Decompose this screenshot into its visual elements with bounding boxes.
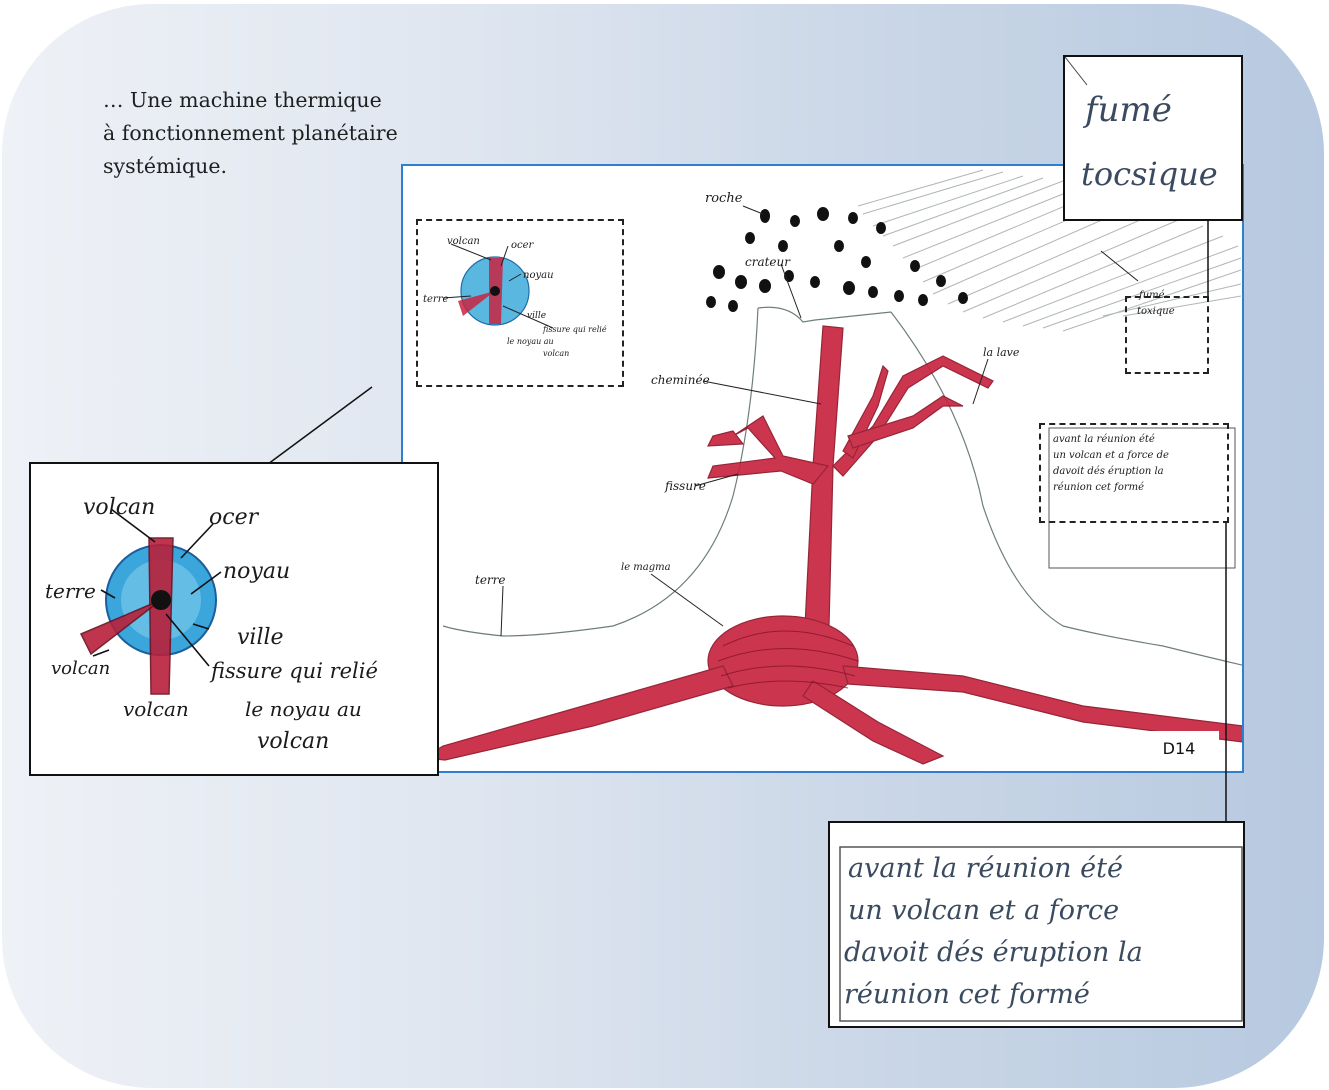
note-inset: avant la réunion été un volcan et a forc… bbox=[828, 821, 1245, 1028]
note-inset-sketch: avant la réunion été un volcan et a forc… bbox=[830, 823, 1243, 1026]
inset-label-volcan-left: volcan bbox=[51, 658, 110, 679]
intro-line-2: à fonctionnement planétaire bbox=[103, 117, 443, 150]
inset-label-fissure-3: volcan bbox=[257, 729, 329, 754]
note-line-3: davoit dés éruption la bbox=[844, 937, 1143, 968]
label-magma: le magma bbox=[621, 562, 671, 573]
inset-label-fissure-2: le noyau au bbox=[245, 697, 362, 721]
inset-label-fissure-1: fissure qui relié bbox=[209, 659, 378, 683]
inset-label-volcan-bottom: volcan bbox=[123, 697, 189, 721]
inset-label-ocean: ocer bbox=[209, 505, 260, 530]
note-line-2: un volcan et a force bbox=[848, 895, 1119, 926]
label-roche: roche bbox=[705, 191, 743, 206]
selection-smoke-label bbox=[1125, 296, 1209, 374]
document-code: D14 bbox=[1139, 731, 1219, 766]
label-lave: la lave bbox=[983, 346, 1020, 359]
inset-label-terre: terre bbox=[45, 579, 96, 603]
selection-earth-sketch bbox=[416, 219, 624, 387]
inset-label-ville: ville bbox=[237, 625, 284, 650]
intro-line-1: … Une machine thermique bbox=[103, 84, 443, 117]
label-cheminee: cheminée bbox=[651, 373, 710, 387]
selection-note bbox=[1039, 423, 1229, 523]
label-crateur: crateur bbox=[745, 255, 791, 269]
inset-label-volcan-top: volcan bbox=[83, 495, 155, 520]
magma-system bbox=[423, 326, 1243, 764]
intro-caption: … Une machine thermique à fonctionnement… bbox=[103, 84, 443, 183]
label-terre: terre bbox=[475, 573, 506, 587]
smoke-label-line-2: tocsique bbox=[1081, 155, 1218, 193]
intro-line-3: systémique. bbox=[103, 150, 443, 183]
earth-inset-sketch: volcan ocer noyau terre ville volcan fis… bbox=[31, 464, 437, 774]
note-line-4: réunion cet formé bbox=[844, 979, 1090, 1010]
smoke-inset-sketch: fumé tocsique bbox=[1065, 57, 1241, 219]
earth-inset: volcan ocer noyau terre ville volcan fis… bbox=[29, 462, 439, 776]
note-line-1: avant la réunion été bbox=[848, 853, 1123, 884]
inset-label-noyau: noyau bbox=[223, 559, 290, 584]
label-fissure: fissure bbox=[664, 479, 706, 493]
smoke-label-line-1: fumé bbox=[1082, 90, 1172, 130]
smoke-inset: fumé tocsique bbox=[1063, 55, 1243, 221]
